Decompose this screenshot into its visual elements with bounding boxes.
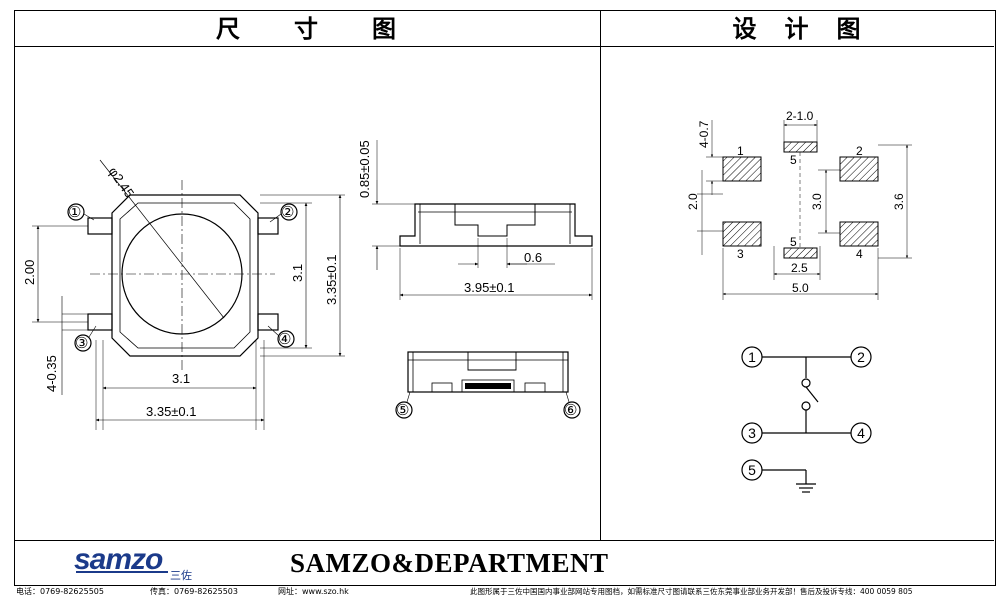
- body-horizontal-label: 3.1: [172, 371, 190, 386]
- side-gap-label: 0.6: [524, 250, 542, 265]
- side-actuator: [454, 204, 536, 237]
- dim-3-6-label: 3.6: [892, 193, 906, 210]
- top-view: [32, 159, 345, 430]
- circuit-schematic: [741, 346, 872, 493]
- pitch-label: 2.00: [22, 260, 37, 285]
- header-row: 尺 寸 图 设 计 图: [14, 10, 994, 47]
- pin-4-label: ④: [278, 331, 291, 348]
- pad-dimensions: [697, 120, 912, 300]
- dim-3-0-label: 3.0: [810, 193, 824, 210]
- side-view-labels: 0.85±0.05 0.6 3.95±0.1: [357, 140, 542, 295]
- pad-2: [839, 156, 879, 182]
- schematic-labels: 1 2 3 4 5: [748, 349, 865, 478]
- dim-2-0-label: 2.0: [686, 193, 700, 210]
- overall-vertical-label: 3.35±0.1: [324, 254, 339, 305]
- pad-5-top: [783, 141, 818, 153]
- diameter-label: φ2.45: [106, 164, 138, 200]
- pad-width-label: 2-1.0: [786, 109, 814, 123]
- brand-name: SAMZO&DEPARTMENT: [290, 548, 609, 578]
- svg-text:samzo: samzo: [74, 545, 163, 576]
- svg-text:三佐: 三佐: [170, 568, 192, 581]
- pad-5-top-number: 5: [790, 153, 797, 167]
- footer-divider: [14, 540, 994, 541]
- lead-4: [257, 313, 279, 331]
- switch-body-outline: [111, 194, 259, 357]
- website-text: 网址：www.szo.hk: [278, 587, 349, 596]
- pad-5-bottom-number: 5: [790, 235, 797, 249]
- pin-3-label: ③: [75, 335, 88, 352]
- pad-1-number: 1: [737, 144, 744, 158]
- pad-1: [722, 156, 762, 182]
- side-body: [399, 203, 593, 247]
- body-vertical-label: 3.1: [290, 264, 305, 282]
- lead-width-label: 4-0.35: [44, 355, 59, 392]
- pin-5-label: ⑤: [396, 402, 409, 419]
- pad-3-number: 3: [737, 247, 744, 261]
- node-1-label: 1: [748, 349, 756, 365]
- fax-text: 传真：0769-82625503: [150, 587, 238, 596]
- drawing-frame: [14, 10, 996, 586]
- pin-1-label: ①: [68, 204, 81, 221]
- pad-5-bottom: [783, 247, 818, 259]
- pad-labels: 2-1.0 4-0.7 1 2 3 4 5 5 2.0 3.0 3.6 2.5 …: [686, 109, 906, 295]
- lead-2: [257, 217, 279, 235]
- design-drawing-title: 设 计 图: [732, 14, 863, 43]
- notice-text: 此图形属于三佐中国国内事业部网站专用图档，如需标准尺寸图请联系三佐东莞事业部业务…: [470, 587, 913, 596]
- dim-5-0-label: 5.0: [792, 281, 809, 295]
- bottom-view-labels: ⑤ ⑥: [396, 402, 577, 419]
- node-3-label: 3: [748, 425, 756, 441]
- phone-text: 电话：0769-82625505: [16, 587, 104, 596]
- overall-horizontal-label: 3.35±0.1: [146, 404, 197, 419]
- pad-layout: [722, 141, 879, 259]
- dimension-drawing-title: 尺 寸 图: [216, 14, 398, 43]
- side-view: [372, 140, 593, 300]
- samzo-logo: samzo 三佐: [74, 545, 192, 581]
- lead-3: [87, 313, 113, 331]
- dim-2-5-label: 2.5: [791, 261, 808, 275]
- top-view-labels: φ2.45 2.00 4-0.35 3.1 3.35±0.1 3.1 3.35±…: [22, 164, 339, 419]
- pad-4: [839, 221, 879, 247]
- node-2-label: 2: [857, 349, 865, 365]
- node-5-label: 5: [748, 462, 756, 478]
- lead-1: [87, 217, 113, 235]
- pad-height-label: 4-0.7: [697, 120, 711, 148]
- side-height-label: 0.85±0.05: [357, 140, 372, 198]
- pin-6-label: ⑥: [564, 402, 577, 419]
- switch-body-inner: [119, 202, 251, 349]
- node-4-label: 4: [857, 425, 865, 441]
- panel-divider: [600, 10, 601, 540]
- side-width-label: 3.95±0.1: [464, 280, 515, 295]
- pad-4-number: 4: [856, 247, 863, 261]
- pin-2-label: ②: [281, 204, 294, 221]
- pad-2-number: 2: [856, 144, 863, 158]
- pad-3: [722, 221, 762, 247]
- bottom-view: [395, 351, 581, 419]
